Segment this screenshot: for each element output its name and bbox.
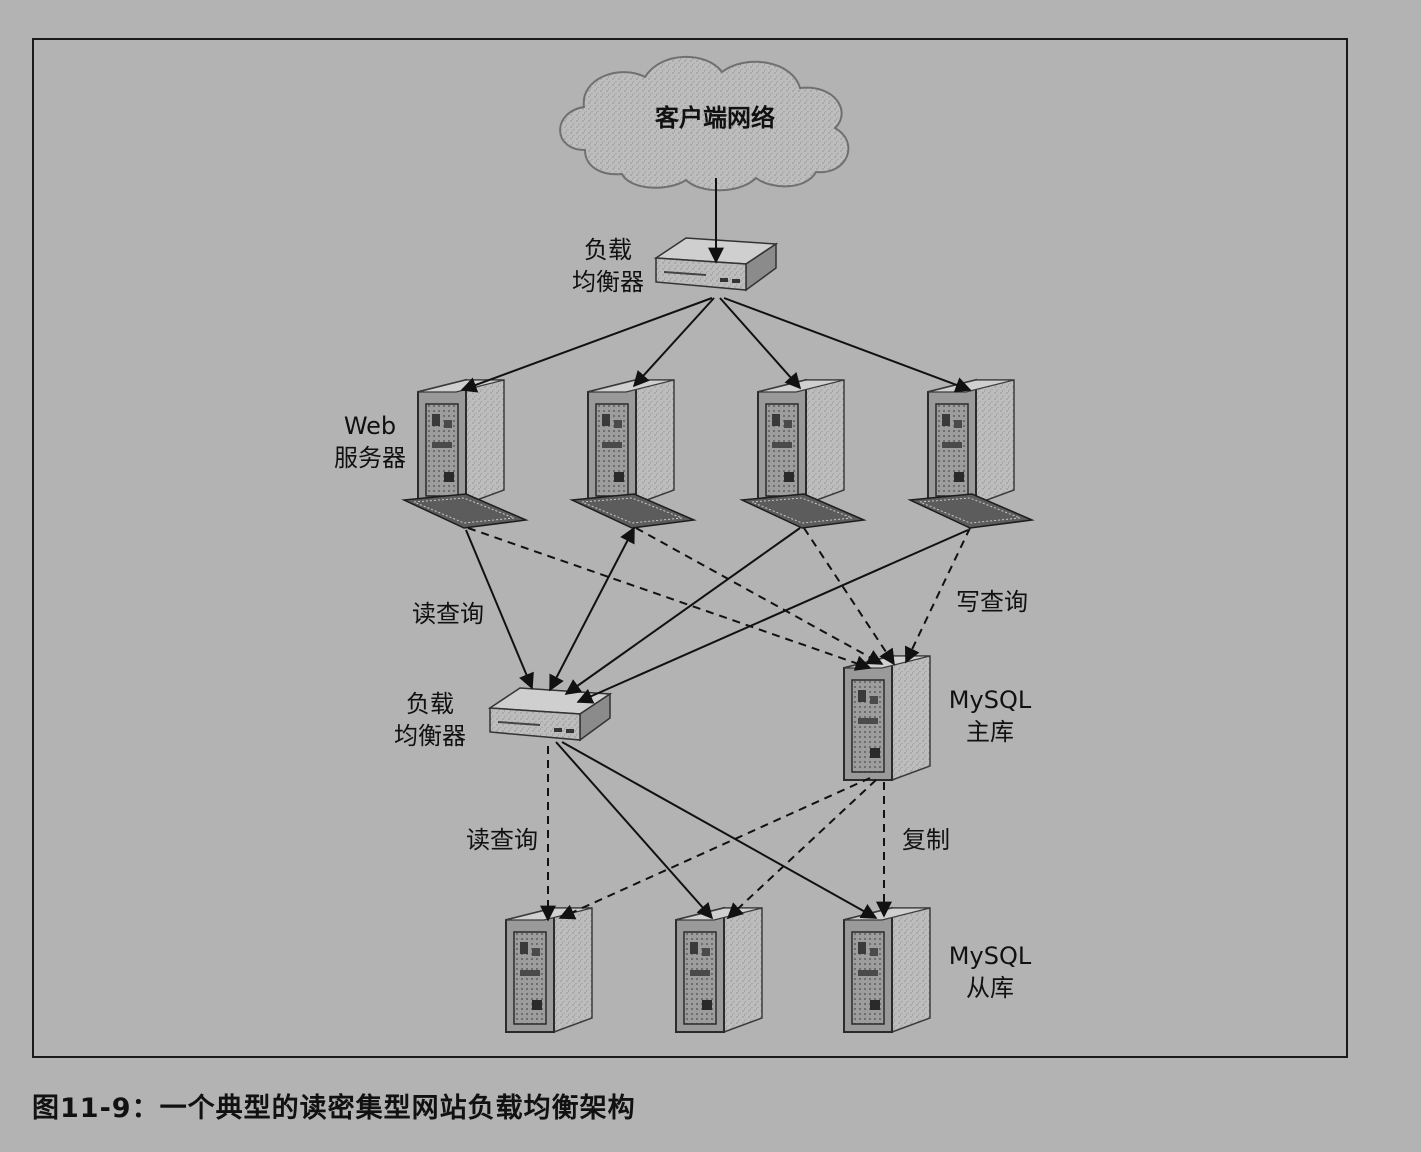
mysql-master-label: MySQL 主库 [948,686,1032,746]
arrow-lb-to-web-2 [632,297,715,388]
mysql-slave-2-icon [675,907,763,1033]
arrow-lb-to-slave-2 [555,741,714,920]
web-server-4-icon [927,379,1015,505]
arrow-replication-slave-1 [558,777,871,920]
keyboard-2-icon [571,493,695,529]
write-query-label: 写查询 [956,588,1028,616]
keyboard-1-icon [403,493,527,529]
read-query-lower-label: 读查询 [466,826,538,854]
mysql-master-server-icon [843,655,931,781]
arrow-lb-to-web-1 [460,297,713,393]
arrow-lb-to-web-3 [719,297,802,390]
arrow-web1-write [467,527,872,671]
client-network-label: 客户端网络 [655,104,775,132]
read-query-upper-label: 读查询 [412,600,484,628]
mysql-slaves-label: MySQL 从库 [948,942,1032,1002]
arrow-web3-read [564,527,801,695]
arrow-web4-read [576,529,969,704]
figure-caption: 图11-9：一个典型的读密集型网站负载均衡架构 [32,1093,636,1124]
arrow-replication-slave-2 [726,779,877,920]
load-balancer-middle-label: 负载 均衡器 [394,690,466,750]
web-servers-label: Web 服务器 [334,412,406,472]
replication-label: 复制 [902,826,950,854]
arrow-web2-write [635,527,884,665]
arrow-web2-read [549,526,635,692]
diagram-frame [32,38,1348,1058]
arrow-lb-to-slave-3 [561,741,878,919]
client-network-cloud [559,55,850,192]
arrow-web4-write [904,527,971,664]
web-server-3-icon [757,379,845,505]
web-server-2-icon [587,379,675,505]
load-balancer-top-label: 负载 均衡器 [572,236,644,296]
keyboard-3-icon [741,493,865,529]
web-server-1-icon [417,379,505,505]
mysql-slave-3-icon [843,907,931,1033]
arrow-lb-to-web-4 [723,297,972,393]
mysql-slave-1-icon [505,907,593,1033]
arrow-web1-read [465,529,534,690]
keyboard-4-icon [909,493,1033,529]
